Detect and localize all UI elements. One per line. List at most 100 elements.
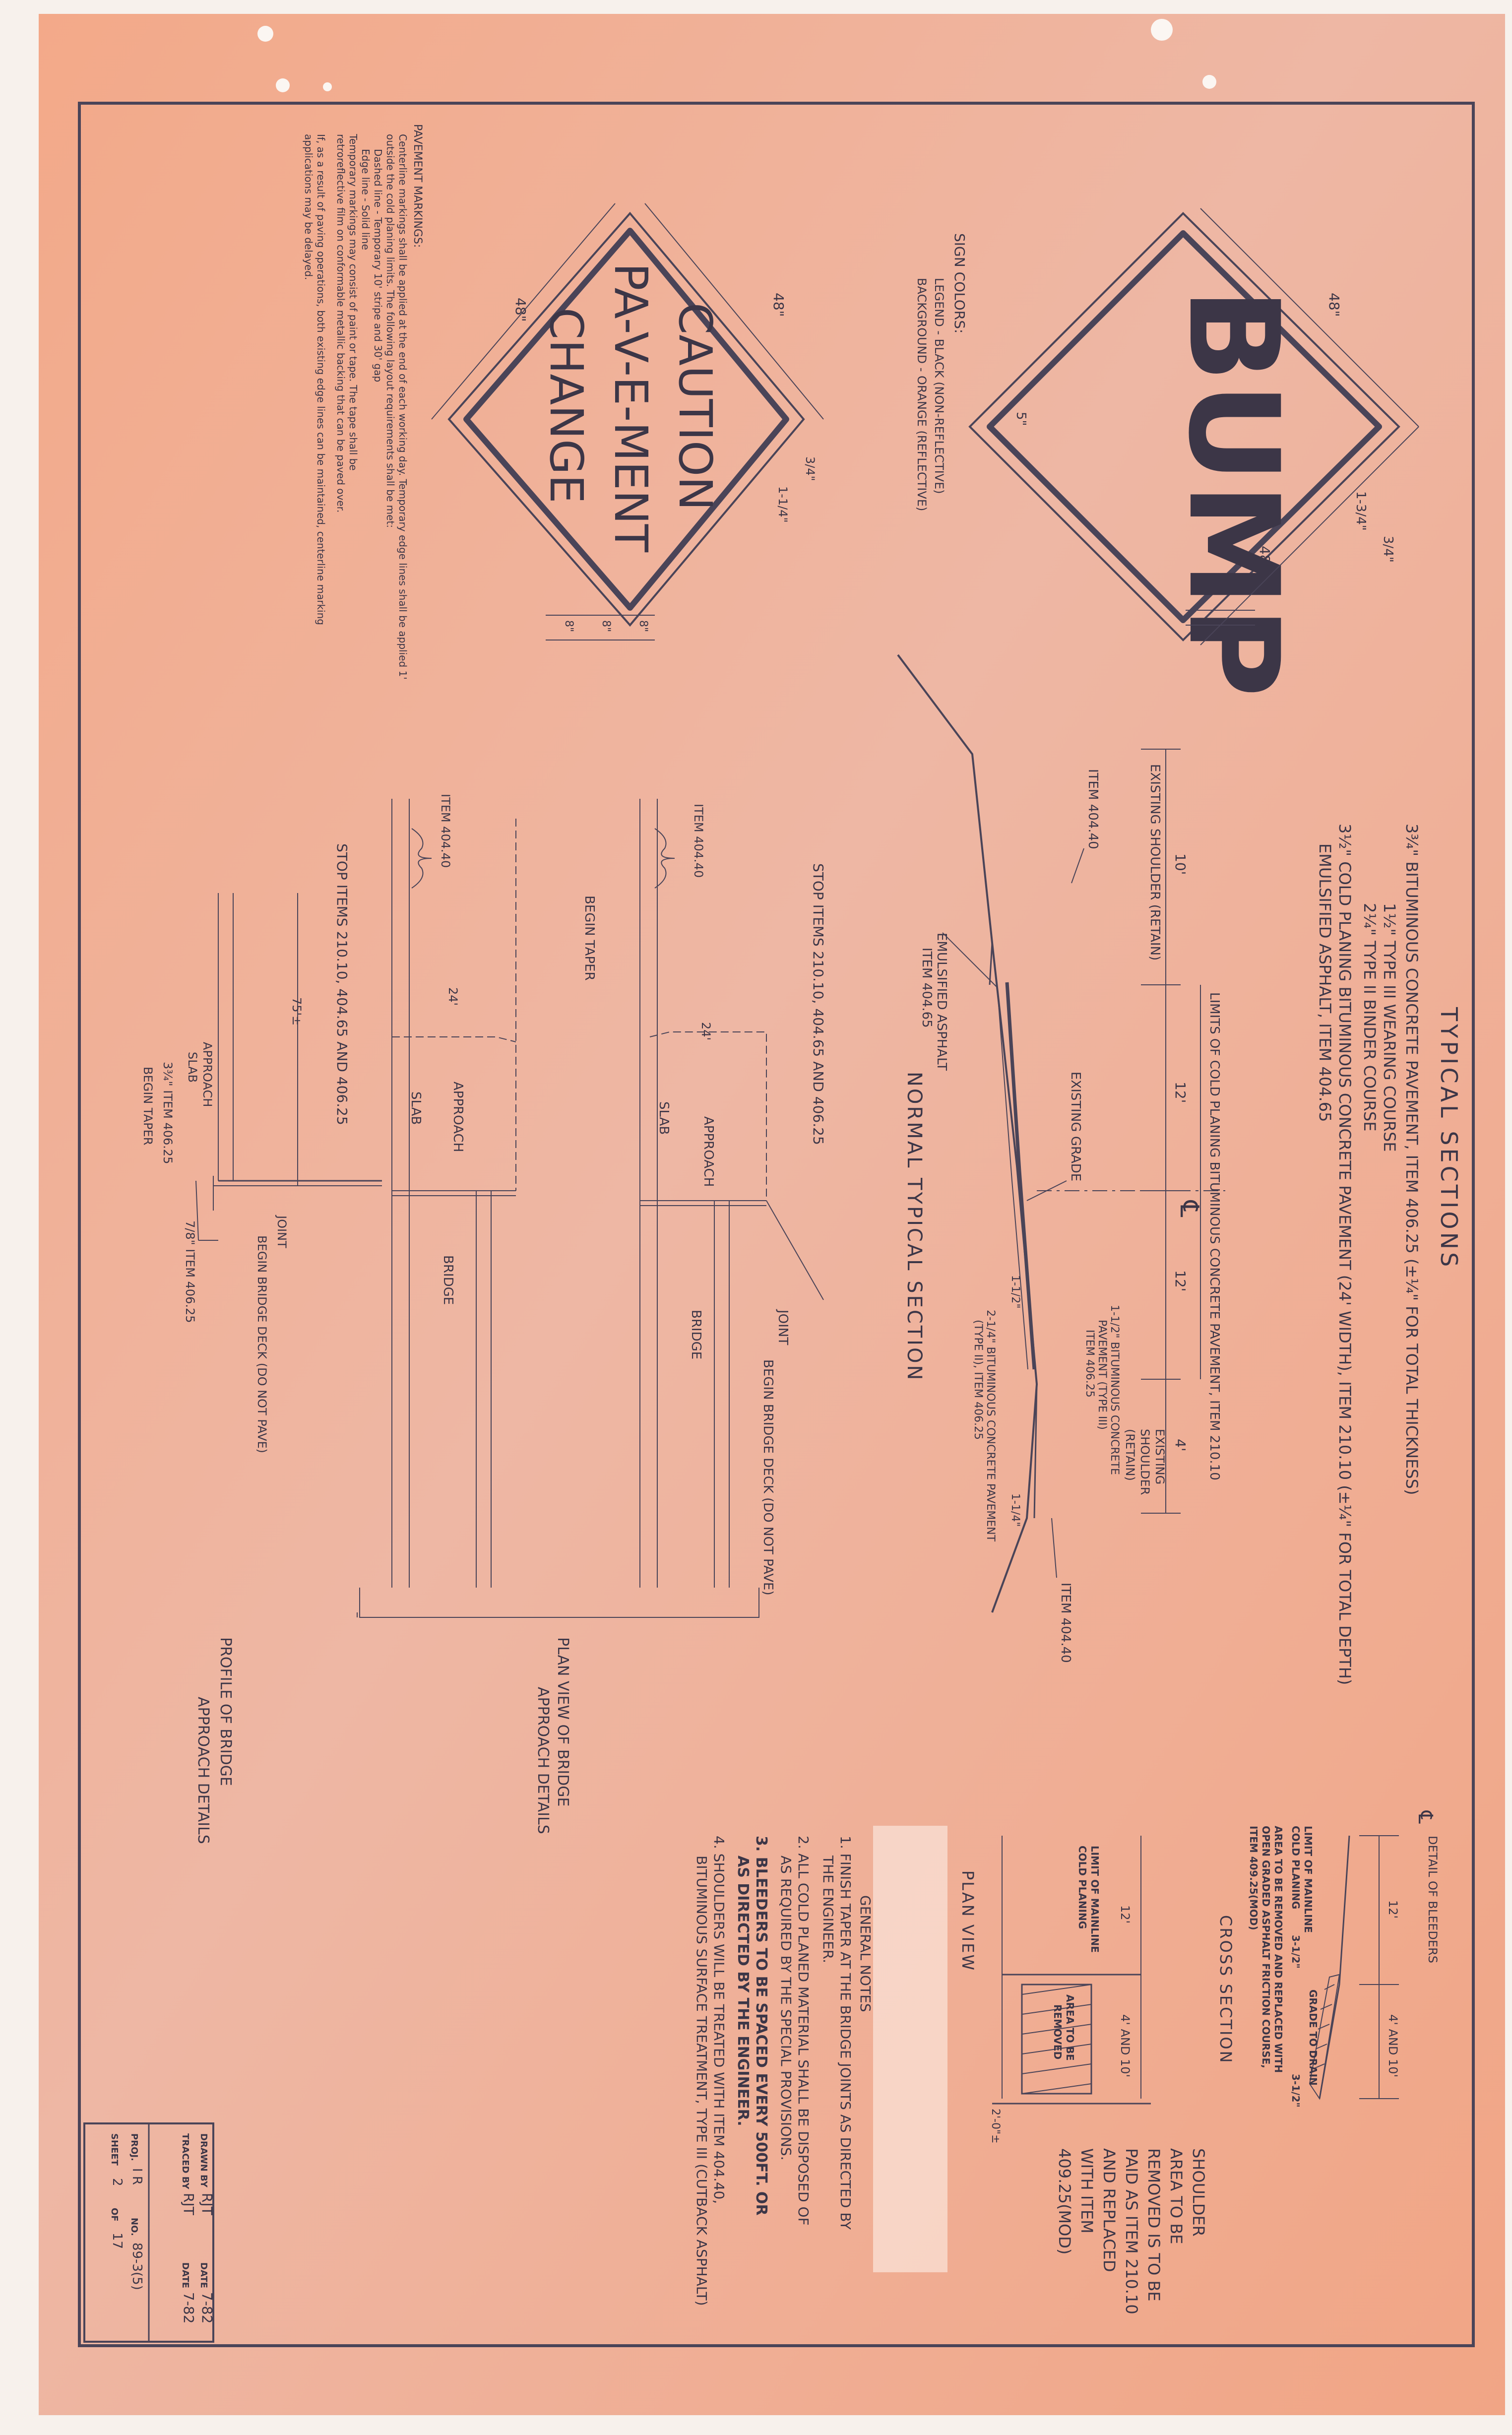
tb-of-label: OF — [109, 2208, 120, 2222]
caution-dim-inset: 1-1/4" — [776, 486, 790, 523]
ns-slope-a: 1-1/4" — [1009, 1493, 1021, 1527]
ns-slope-b: 1-1/2" — [1009, 1275, 1021, 1308]
pv-begin-deck: BEGIN BRIDGE DECK (DO NOT PAVE) — [760, 1359, 775, 1596]
pf-item-3-4: 3¾" ITEM 406.25 — [161, 1062, 175, 1164]
tb-drawn-by: RJT — [199, 2193, 215, 2216]
sign-colors-legend: LEGEND - BLACK (NON-REFLECTIVE) — [932, 278, 946, 494]
pf-title-1: PROFILE OF BRIDGE — [217, 1637, 234, 1786]
paper-sheet — [39, 14, 1505, 2415]
tb-traced-date-label: DATE — [180, 2262, 190, 2288]
bl-dim-4-10: 4' AND 10' — [1386, 2014, 1400, 2077]
pm-line-6: retroreflective film on conformable meta… — [335, 134, 347, 513]
ns-title: NORMAL TYPICAL SECTION — [903, 1072, 926, 1382]
bl-cross-section: CROSS SECTION — [1216, 1915, 1235, 2064]
pm-line-1: Centerline markings shall be applied at … — [397, 134, 409, 680]
punch-hole — [1202, 75, 1216, 89]
bl-pv-limit-2: COLD PLANING — [1076, 1846, 1088, 1929]
pf-approach-slab-1: APPROACH — [200, 1042, 214, 1107]
title-block: DRAWN BY RJT DATE 7-82 TRACED BY RJT DAT… — [83, 2122, 215, 2343]
pavement-markings-note: PAVEMENT MARKINGS: Centerline markings s… — [303, 124, 424, 680]
gn-n4a: 4. SHOULDERS WILL BE TREATED WITH ITEM 4… — [711, 1836, 727, 2204]
pv-item-40440-b: ITEM 404.40 — [439, 794, 452, 868]
gn-n3a: 3. BLEEDERS TO BE SPACED EVERY 500FT. OR — [753, 1836, 770, 2216]
pf-dim-75: 75'± — [290, 997, 304, 1025]
punch-hole — [1151, 19, 1173, 41]
normal-typical-section: 10' 12' 12' 4' EXISTING SHOULDER (RETAIN… — [897, 654, 1225, 1663]
pv-approach-a: APPROACH — [701, 1116, 716, 1187]
bl-dim-12: 12' — [1386, 1900, 1400, 1919]
pm-heading: PAVEMENT MARKINGS: — [411, 124, 424, 248]
pv-bridge-a: BRIDGE — [689, 1310, 703, 1359]
sign-colors-title: SIGN COLORS: — [951, 233, 968, 333]
bump-dim-margin: 5" — [1013, 412, 1028, 426]
bl-pv-dim-12: 12' — [1118, 1905, 1132, 1923]
pm-line-2: outside the cold planing limits. The fol… — [384, 134, 396, 528]
bl-area-3: ITEM 409.25(MOD) — [1248, 1826, 1260, 1930]
ns-centerline: ℄ — [1174, 1200, 1204, 1218]
ns-dim-10: 10' — [1172, 853, 1189, 875]
ns-item-40440-a: ITEM 404.40 — [1085, 769, 1100, 849]
caution-line-3: CHANGE — [540, 308, 593, 504]
typical-line-3: 2¼" TYPE II BINDER COURSE — [1360, 903, 1379, 1131]
sh-l2: AREA TO BE — [1167, 2148, 1186, 2244]
typical-line-5: EMULSIFIED ASPHALT, ITEM 404.65 — [1316, 843, 1334, 1122]
pv-title-2: APPROACH DETAILS — [534, 1687, 552, 1834]
tb-drawn-by-label: DRAWN BY — [198, 2133, 209, 2188]
bl-pv-dim-4-10: 4' AND 10' — [1118, 2014, 1132, 2077]
ns-binder-1: 2-1/4" BITUMINOUS CONCRETE PAVEMENT — [984, 1310, 997, 1542]
punch-hole — [257, 26, 273, 42]
typical-sections-title: TYPICAL SECTIONS — [1436, 1007, 1462, 1270]
profile-bridge: STOP ITEMS 210.10, 404.65 AND 406.25 75'… — [141, 843, 382, 1844]
tb-traced-by-label: TRACED BY — [180, 2133, 190, 2190]
faded-patch — [873, 1826, 947, 2272]
bl-centerline: ℄ — [1414, 1810, 1437, 1824]
ns-existing-grade: EXISTING GRADE — [1068, 1072, 1083, 1181]
gn-title: GENERAL NOTES — [857, 1895, 874, 2012]
ns-existing-shoulder: EXISTING SHOULDER (RETAIN) — [1147, 764, 1162, 961]
tb-proj-label: PROJ. — [129, 2133, 139, 2161]
bump-dim-48a: 48" — [1326, 293, 1342, 317]
pv-begin-taper: BEGIN TAPER — [582, 896, 597, 981]
pf-item-7-8: 7/8" ITEM 406.25 — [183, 1220, 197, 1323]
sh-l1: SHOULDER — [1189, 2148, 1208, 2237]
general-notes: GENERAL NOTES 1. FINISH TAPER AT THE BRI… — [693, 1826, 947, 2306]
tb-sheet-label: SHEET — [109, 2133, 120, 2166]
sh-l5: AND REPLACED — [1100, 2148, 1119, 2272]
caution-dim-border: 3/4" — [803, 456, 817, 481]
caution-line-2: PA-V-E-MENT — [604, 263, 657, 553]
pv-stop-items: STOP ITEMS 210.10, 404.65 AND 406.25 — [810, 863, 826, 1145]
pf-begin-taper: BEGIN TAPER — [141, 1067, 155, 1145]
sheet-border — [78, 102, 1475, 2347]
ns-shoulder-r2: SHOULDER — [1138, 1429, 1152, 1495]
pf-joint: JOINT — [275, 1215, 289, 1248]
typical-line-2: 1½" TYPE III WEARING COURSE — [1380, 903, 1399, 1152]
ns-item-40440-b: ITEM 404.40 — [1058, 1583, 1073, 1663]
caution-line-1: CAUTION — [669, 303, 722, 511]
bump-dim-border: 3/4" — [1381, 536, 1395, 563]
tb-sheet-total: 17 — [110, 2233, 125, 2249]
sh-l6: WITH ITEM — [1077, 2148, 1096, 2234]
ns-wearing-3: ITEM 406.25 — [1083, 1330, 1096, 1398]
ns-dim-4: 4' — [1172, 1439, 1189, 1452]
tb-proj-no: 89-3(5) — [129, 2243, 144, 2290]
pv-dim-24a: 24' — [699, 1022, 713, 1040]
gn-n1b: THE ENGINEER. — [820, 1855, 836, 1963]
tb-drawn-date: 7-82 — [199, 2292, 215, 2324]
bump-dim-48b: 48" — [1257, 546, 1273, 570]
bl-pv-dim-2: 2'-0"± — [989, 2109, 1002, 2144]
gn-n4b: BITUMINOUS SURFACE TREATMENT, TYPE III (… — [693, 1856, 710, 2306]
ns-binder-2: (TYPE II), ITEM 406.25 — [972, 1320, 984, 1440]
bl-limit-2: COLD PLANING — [1290, 1826, 1302, 1909]
pv-slab-b: SLAB — [408, 1091, 423, 1125]
gn-n2a: 2. ALL COLD PLANED MATERIAL SHALL BE DIS… — [795, 1836, 812, 2226]
sh-l7: 409.25(MOD) — [1055, 2148, 1074, 2254]
pm-line-5: Temporary markings may consist of paint … — [347, 133, 359, 471]
caution-sign: CAUTION PA-V-E-MENT CHANGE 48" 48" 3/4" … — [431, 203, 824, 641]
pf-begin-deck: BEGIN BRIDGE DECK (DO NOT PAVE) — [255, 1235, 269, 1453]
ns-dim-12a: 12' — [1172, 1082, 1189, 1103]
pv-joint: JOINT — [775, 1309, 790, 1345]
pf-title-2: APPROACH DETAILS — [194, 1697, 212, 1844]
pf-approach-slab-2: SLAB — [186, 1052, 199, 1083]
pm-line-3: Dashed line - Temporary 10' stripe and 3… — [372, 149, 384, 382]
